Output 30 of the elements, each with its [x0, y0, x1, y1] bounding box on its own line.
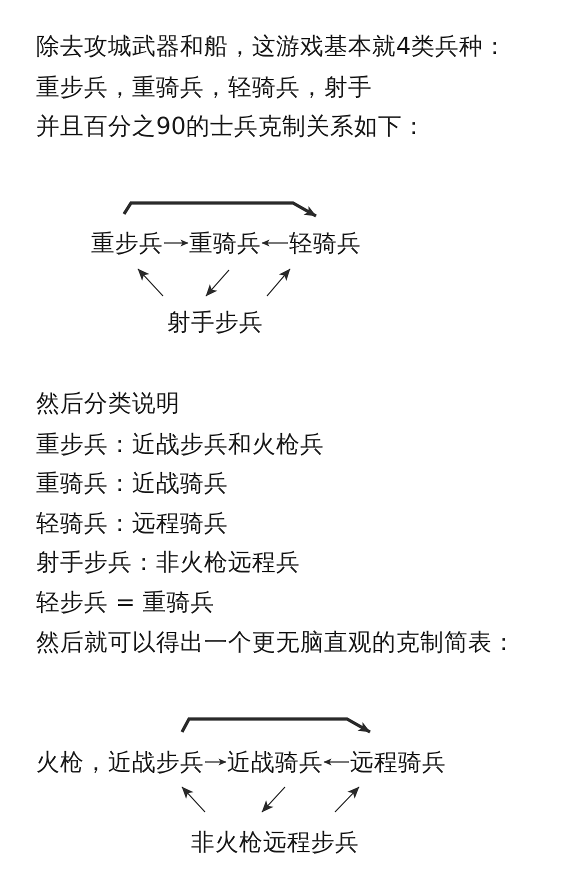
arrow: [205, 758, 226, 766]
text-line: 并且百分之90的士兵克制关系如下：: [36, 111, 426, 141]
arrow: [334, 786, 360, 812]
text-line: 然后就可以得出一个更无脑直观的克制简表：: [36, 627, 516, 657]
arrow: [262, 240, 288, 246]
arrow: [180, 717, 371, 734]
text-line: 射手步兵：非火枪远程兵: [36, 547, 300, 577]
arrow: [164, 240, 188, 246]
node-label: 非火枪远程步兵: [191, 827, 359, 857]
node-label: 重骑兵: [189, 228, 261, 258]
text-line: 重骑兵：近战骑兵: [36, 468, 228, 498]
text-line: 然后分类说明: [36, 388, 180, 418]
arrow: [262, 786, 286, 812]
text-line: 重步兵，重骑兵，轻骑兵，射手: [36, 72, 372, 102]
arrow: [266, 268, 290, 296]
text-line: 轻步兵 = 重骑兵: [36, 587, 215, 617]
node-label: 近战骑兵: [227, 747, 323, 777]
text-line: 轻骑兵：远程骑兵: [36, 508, 228, 538]
node-label: 轻骑兵: [289, 228, 361, 258]
node-label: 重步兵: [91, 228, 163, 258]
arrow: [122, 201, 317, 218]
text-line: 重步兵：近战步兵和火枪兵: [36, 429, 324, 459]
arrow: [324, 758, 349, 766]
node-label: 火枪，近战步兵: [36, 747, 204, 777]
arrow: [138, 268, 164, 296]
node-label: 远程骑兵: [350, 747, 446, 777]
arrow: [182, 786, 206, 812]
text-line: 除去攻城武器和船，这游戏基本就4类兵种：: [36, 31, 507, 61]
arrow: [206, 270, 230, 296]
node-label: 射手步兵: [167, 307, 263, 337]
